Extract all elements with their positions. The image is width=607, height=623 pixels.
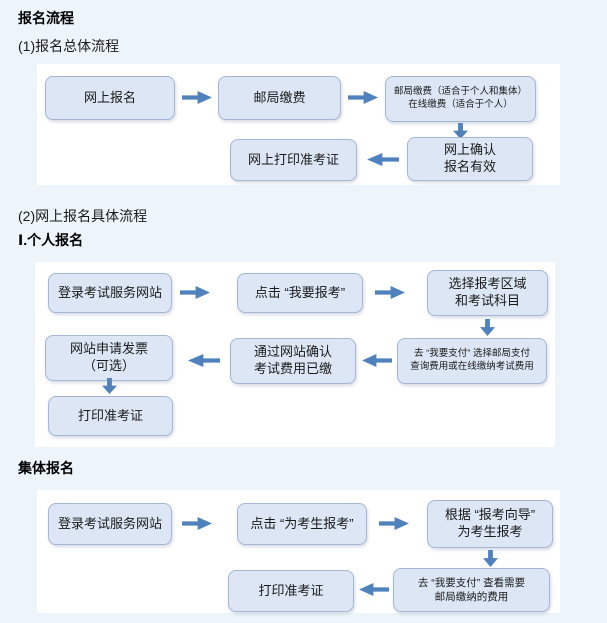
group-flow-panel: 登录考试服务网站 点击 “为考生报考” 根据 “报考向导” 为考生报考 去 “我… [37, 490, 560, 613]
node-label: 登录考试服务网站 [57, 515, 162, 531]
node-label: 在线缴费（适合于个人） [408, 99, 513, 110]
node-post-pay: 邮局缴费 [218, 76, 341, 120]
node-online-register: 网上报名 [45, 76, 175, 120]
node-label: 查询费用或在线缴纳考试费用 [410, 361, 534, 372]
section-group-label: 集体报名 [18, 460, 74, 476]
node-label: 去 “我要支付” 查看需要 [417, 576, 526, 589]
node-label: 考试费用已缴 [253, 361, 332, 376]
arrow-left-icon [359, 583, 389, 596]
page-title: 报名流程 [18, 10, 74, 26]
node-label: 为考生报考 [457, 524, 523, 539]
arrow-down-icon [483, 550, 498, 567]
node-label: 报名有效 [443, 159, 496, 174]
node-wizard: 根据 “报考向导” 为考生报考 [427, 500, 553, 548]
node-label: 网上确认 [443, 142, 496, 158]
node-login: 登录考试服务网站 [48, 503, 172, 545]
section-detail-label: (2)网上报名具体流程 [18, 208, 148, 224]
node-label: 点击 “为考生报考” [250, 515, 354, 531]
node-label: 邮局缴费 [253, 89, 306, 105]
arrow-right-icon [348, 91, 378, 104]
node-label: 去 “我要支付” 选择邮局支付 [413, 348, 531, 360]
individual-flow-panel: 登录考试服务网站 点击 “我要报考” 选择报考区域 和考试科目 去 “我要支付”… [35, 262, 555, 447]
node-print-online: 网上打印准考证 [230, 139, 357, 181]
node-confirm-paid: 通过网站确认 考试费用已缴 [230, 338, 356, 384]
node-print-ticket: 打印准考证 [48, 396, 173, 436]
section-individual-label: Ⅰ.个人报名 [18, 232, 84, 248]
node-pay-methods: 邮局缴费（适合于个人和集体） 在线缴费（适合于个人） [385, 76, 536, 122]
node-label: 打印准考证 [258, 582, 324, 598]
arrow-right-icon [375, 286, 405, 299]
node-label: 选择报考区域 [448, 276, 527, 292]
node-label: 网上打印准考证 [247, 151, 339, 167]
node-label: 根据 “报考向导” [444, 507, 536, 523]
node-label: 网上报名 [83, 89, 136, 105]
node-label: 和考试科目 [454, 293, 520, 308]
node-click-apply: 点击 “我要报考” [237, 273, 363, 313]
arrow-right-icon [182, 91, 212, 104]
arrow-left-icon [367, 153, 399, 166]
node-label: （可选） [82, 358, 135, 373]
node-invoice: 网站申请发票 （可选） [45, 335, 173, 381]
arrow-left-icon [188, 354, 220, 367]
overall-flow-panel: 网上报名 邮局缴费 邮局缴费（适合于个人和集体） 在线缴费（适合于个人） 网上确… [37, 64, 560, 185]
section-overall-label: (1)报名总体流程 [18, 38, 120, 54]
arrow-left-icon [362, 354, 392, 367]
arrow-right-icon [180, 286, 210, 299]
node-label: 网站申请发票 [69, 341, 148, 357]
node-select-region: 选择报考区域 和考试科目 [427, 270, 548, 316]
node-label: 邮局缴费（适合于个人和集体） [393, 86, 527, 98]
arrow-down-icon [480, 319, 495, 336]
node-confirm-valid: 网上确认 报名有效 [407, 137, 533, 181]
arrow-right-icon [182, 517, 212, 530]
node-pay-view: 去 “我要支付” 查看需要 邮局缴纳的费用 [393, 568, 550, 612]
node-label: 邮局缴纳的费用 [434, 591, 509, 603]
node-click-apply-for-candidates: 点击 “为考生报考” [237, 503, 367, 545]
node-label: 点击 “我要报考” [254, 284, 346, 300]
arrow-right-icon [379, 517, 409, 530]
node-login: 登录考试服务网站 [48, 273, 172, 313]
node-label: 通过网站确认 [253, 344, 332, 360]
node-label: 打印准考证 [77, 407, 143, 423]
node-label: 登录考试服务网站 [57, 284, 162, 300]
node-pay-choose: 去 “我要支付” 选择邮局支付 查询费用或在线缴纳考试费用 [397, 338, 547, 384]
node-print-ticket: 打印准考证 [228, 570, 354, 612]
